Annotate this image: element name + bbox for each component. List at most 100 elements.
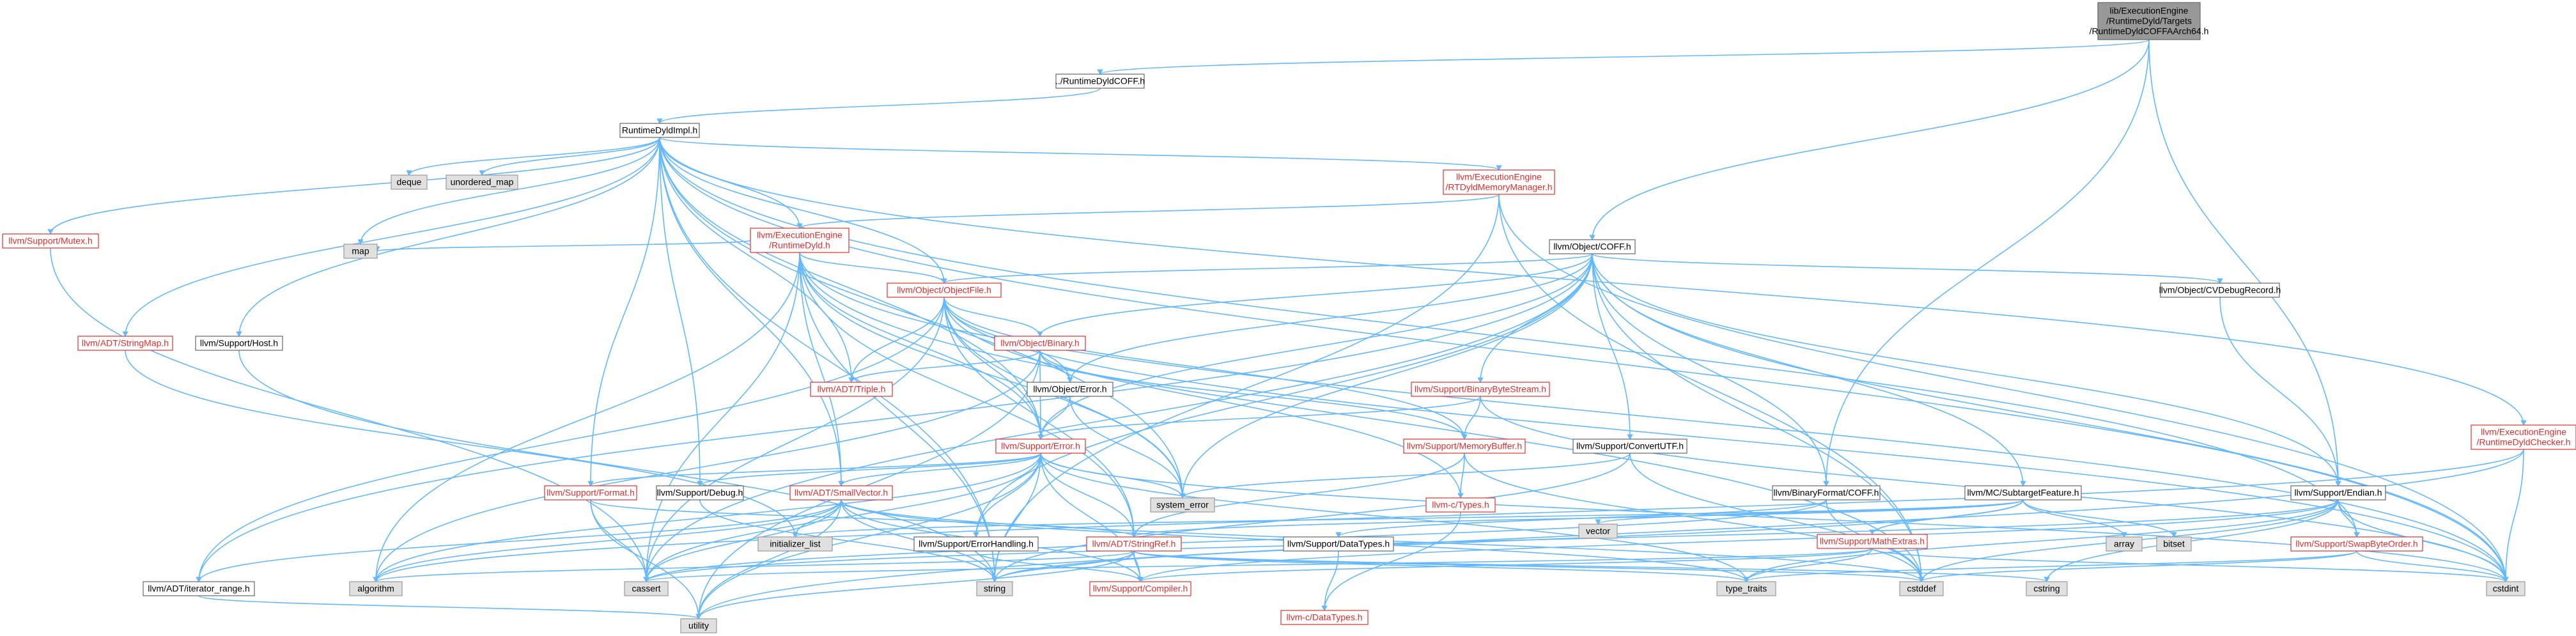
- edge-endian-to-cassert: [646, 499, 2339, 582]
- node-memorybuffer[interactable]: llvm/Support/MemoryBuffer.h: [1403, 438, 1526, 454]
- edge-endian-to-cstring: [2046, 499, 2339, 582]
- node-cstdint[interactable]: cstdint: [2486, 581, 2526, 596]
- node-label-ctypes: llvm-c/Types.h: [1432, 500, 1489, 510]
- node-smallvector[interactable]: llvm/ADT/SmallVector.h: [789, 485, 893, 500]
- edge-objecterror-to-supporterror: [1040, 396, 1071, 440]
- edge-runtimedyldimpl-to-runtimedyldchecker: [659, 137, 2524, 426]
- node-unordered_map[interactable]: unordered_map: [446, 175, 518, 190]
- node-type_traits[interactable]: type_traits: [1716, 581, 1776, 596]
- node-convertutf[interactable]: llvm/Support/ConvertUTF.h: [1572, 438, 1688, 454]
- node-binaryformatcoff[interactable]: llvm/BinaryFormat/COFF.h: [1772, 485, 1881, 500]
- node-label-vector: vector: [1586, 526, 1610, 536]
- node-string[interactable]: string: [976, 581, 1013, 596]
- node-deque[interactable]: deque: [391, 175, 428, 190]
- node-binarybytestream[interactable]: llvm/Support/BinaryByteStream.h: [1411, 382, 1550, 397]
- node-mathextras[interactable]: llvm/Support/MathExtras.h: [1817, 534, 1928, 549]
- node-cassert[interactable]: cassert: [624, 581, 669, 596]
- node-datatypes[interactable]: llvm/Support/DataTypes.h: [1283, 536, 1394, 552]
- node-box-binarybytestream: [1411, 382, 1550, 397]
- node-box-runtimedyld: [750, 228, 850, 253]
- node-label-deque: deque: [397, 177, 422, 187]
- node-initializer_list[interactable]: initializer_list: [757, 536, 833, 552]
- node-stringref[interactable]: llvm/ADT/StringRef.h: [1086, 536, 1182, 552]
- node-swapbyteorder[interactable]: llvm/Support/SwapByteOrder.h: [2290, 536, 2423, 552]
- node-errorhandling[interactable]: llvm/Support/ErrorHandling.h: [913, 536, 1039, 552]
- node-cstring[interactable]: cstring: [2026, 581, 2068, 596]
- node-stringmap[interactable]: llvm/ADT/StringMap.h: [77, 336, 173, 351]
- node-map[interactable]: map: [343, 244, 378, 259]
- node-runtimedyldcoff[interactable]: ../RuntimeDyldCOFF.h: [1055, 74, 1145, 89]
- edge-runtimedyld-to-objectfile: [799, 252, 945, 284]
- node-label-runtimedyld: llvm/ExecutionEngine: [757, 230, 842, 240]
- node-endian[interactable]: llvm/Support/Endian.h: [2290, 485, 2386, 500]
- arrowhead-objectfile-to-objectbinary: [1037, 331, 1043, 337]
- node-box-objectfile: [887, 283, 1002, 298]
- edge-runtimedyldchecker-to-cstdint: [2505, 449, 2524, 582]
- node-label-utility: utility: [688, 621, 709, 631]
- node-host[interactable]: llvm/Support/Host.h: [195, 336, 283, 351]
- node-runtimedyldimpl[interactable]: RuntimeDyldImpl.h: [619, 123, 700, 138]
- node-root[interactable]: lib/ExecutionEngine/RuntimeDyld/Targets/…: [2090, 2, 2209, 40]
- node-bitset[interactable]: bitset: [2156, 536, 2192, 552]
- edge-objectfile-to-stringref: [943, 297, 1135, 538]
- node-ctypes[interactable]: llvm-c/Types.h: [1425, 497, 1496, 513]
- edge-objectcoff-to-iterator_range: [198, 253, 1593, 582]
- edge-runtimedyldimpl-to-deque: [408, 137, 660, 176]
- edge-format-to-utility: [590, 499, 699, 619]
- edge-root-to-endian: [2148, 39, 2339, 486]
- node-cdatatypes[interactable]: llvm-c/DataTypes.h: [1280, 610, 1369, 625]
- arrowhead-runtimedyldcoff-to-runtimedyldimpl: [656, 118, 663, 125]
- node-runtimedyld[interactable]: llvm/ExecutionEngine/RuntimeDyld.h: [750, 228, 850, 253]
- arrowhead-swapbyteorder-to-cstdint: [2502, 577, 2509, 583]
- edge-endian-to-type_traits: [1746, 499, 2339, 582]
- node-compiler[interactable]: llvm/Support/Compiler.h: [1089, 581, 1191, 596]
- node-objectfile[interactable]: llvm/Object/ObjectFile.h: [887, 283, 1002, 298]
- node-algorithm[interactable]: algorithm: [349, 581, 403, 596]
- node-box-triple: [810, 382, 893, 397]
- node-triple[interactable]: llvm/ADT/Triple.h: [810, 382, 893, 397]
- edge-runtimedyld-to-cstddef: [799, 252, 1922, 582]
- node-system_error[interactable]: system_error: [1150, 497, 1215, 513]
- node-box-algorithm: [349, 581, 403, 596]
- node-cstddef[interactable]: cstddef: [1899, 581, 1944, 596]
- node-objecterror[interactable]: llvm/Object/Error.h: [1027, 382, 1113, 397]
- node-label-mutex: llvm/Support/Mutex.h: [8, 236, 93, 246]
- edge-supporterror-to-string: [994, 453, 1041, 582]
- node-runtimedyldchecker[interactable]: llvm/ExecutionEngine/RuntimeDyldChecker.…: [2471, 424, 2576, 450]
- edge-objectfile-to-cassert: [646, 297, 945, 582]
- node-format[interactable]: llvm/Support/Format.h: [544, 485, 637, 500]
- node-iterator_range[interactable]: llvm/ADT/iterator_range.h: [143, 581, 255, 596]
- node-utility[interactable]: utility: [680, 618, 717, 633]
- edge-runtimedyldimpl-to-swapbyteorder: [659, 137, 2357, 538]
- node-rtdyldmm[interactable]: llvm/ExecutionEngine/RTDyldMemoryManager…: [1443, 169, 1555, 195]
- edge-objecterror-to-system_error: [1069, 396, 1183, 499]
- node-box-bitset: [2156, 536, 2192, 552]
- edge-supporterror-to-system_error: [1040, 453, 1183, 499]
- edge-swapbyteorder-to-cstdint: [2356, 550, 2506, 582]
- node-label-map: map: [352, 246, 369, 256]
- edge-runtimedyldimpl-to-stringmap: [125, 137, 660, 337]
- node-mutex[interactable]: llvm/Support/Mutex.h: [2, 233, 99, 249]
- node-label-unordered_map: unordered_map: [451, 177, 514, 187]
- edge-objectfile-to-system_error: [943, 297, 1183, 499]
- node-objectcoff[interactable]: llvm/Object/COFF.h: [1549, 239, 1636, 254]
- node-array[interactable]: array: [2106, 536, 2143, 552]
- node-box-vector: [1578, 524, 1618, 539]
- node-box-binaryformatcoff: [1772, 485, 1881, 500]
- arrowhead-runtimedyldimpl-to-unordered_map: [479, 170, 485, 176]
- node-label-host: llvm/Support/Host.h: [200, 338, 278, 348]
- arrowhead-runtimedyldimpl-to-rtdyldmm: [1496, 165, 1502, 171]
- node-vector[interactable]: vector: [1578, 524, 1618, 539]
- node-debug[interactable]: llvm/Support/Debug.h: [656, 485, 744, 500]
- arrowhead-subtargetfeature-to-mathextras: [1869, 529, 1875, 536]
- node-cvdebugrecord[interactable]: llvm/Object/CVDebugRecord.h: [2159, 283, 2281, 298]
- edge-subtargetfeature-to-vector: [1597, 499, 2024, 525]
- node-label-runtimedyldcoff: ../RuntimeDyldCOFF.h: [1055, 76, 1145, 86]
- edge-rtdyldmm-to-cstddef: [1498, 194, 1922, 582]
- node-objectbinary[interactable]: llvm/Object/Binary.h: [994, 336, 1086, 351]
- node-supporterror[interactable]: llvm/Support/Error.h: [995, 438, 1086, 454]
- edge-subtargetfeature-to-array: [2022, 499, 2125, 538]
- node-subtargetfeature[interactable]: llvm/MC/SubtargetFeature.h: [1964, 485, 2082, 500]
- edge-runtimedyld-to-map: [376, 240, 751, 252]
